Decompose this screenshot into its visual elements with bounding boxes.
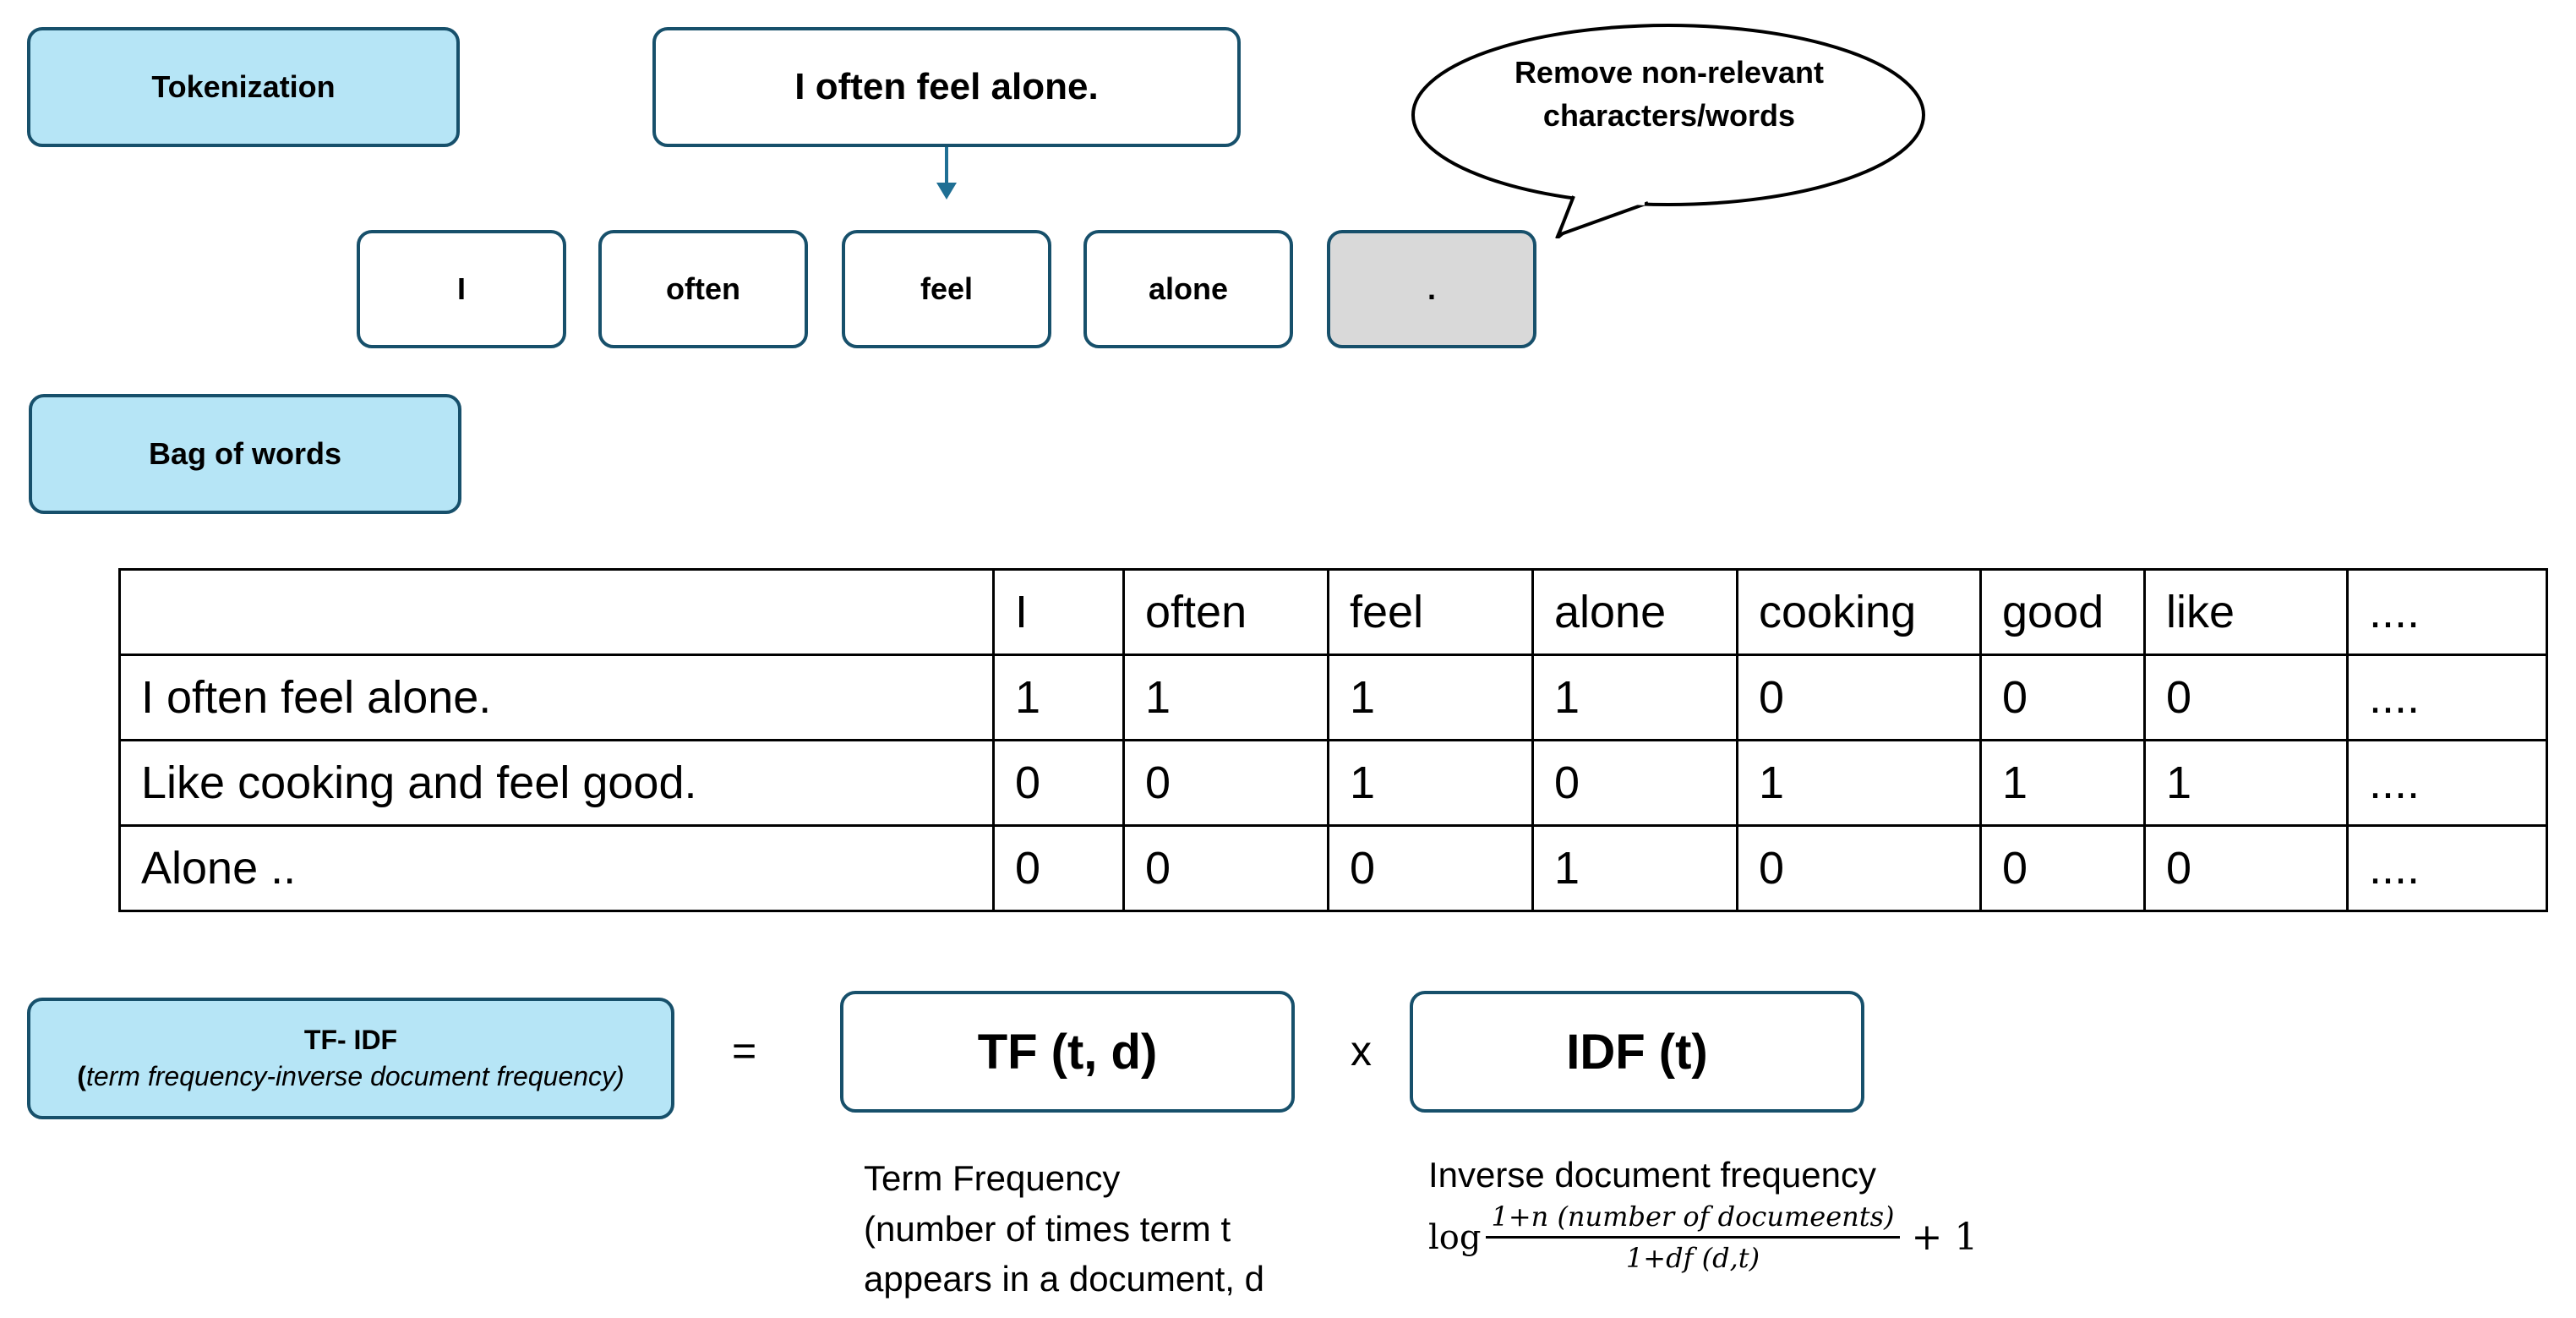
token-text: alone: [1148, 271, 1229, 306]
token-box: often: [598, 230, 808, 348]
header-cell: cooking: [1736, 568, 1982, 656]
header-cell: alone: [1531, 568, 1738, 656]
table-row: I often feel alone. 1 1 1 1 0 0 0 ....: [118, 654, 2548, 741]
idf-description-title: Inverse document frequency: [1428, 1155, 1876, 1195]
token-box: feel: [842, 230, 1051, 348]
idf-text: IDF (t): [1566, 1024, 1708, 1080]
token-box: alone: [1083, 230, 1293, 348]
table-cell: 0: [1736, 824, 1982, 912]
sentence-box: I often feel alone.: [652, 27, 1241, 147]
table-cell: 0: [1122, 739, 1329, 827]
tf-box: TF (t, d): [840, 991, 1295, 1113]
tf-description: Term Frequency (number of times term t a…: [864, 1153, 1371, 1304]
tfidf-subtitle-text: term frequency-inverse document frequenc…: [85, 1061, 625, 1091]
tf-description-line: appears in a document, d: [864, 1259, 1264, 1299]
table-cell: Like cooking and feel good.: [118, 739, 995, 827]
tf-description-line: Term Frequency: [864, 1158, 1121, 1198]
idf-denominator: 1+df (d,t): [1625, 1242, 1760, 1274]
table-cell: ....: [2346, 824, 2548, 912]
idf-plus-one: + 1: [1911, 1216, 1978, 1259]
callout-bubble: [1411, 24, 1925, 238]
table-cell: 0: [1122, 824, 1329, 912]
table-row: Like cooking and feel good. 0 0 1 0 1 1 …: [118, 739, 2548, 827]
table-cell: 0: [2143, 654, 2349, 741]
down-arrow-icon: [936, 147, 957, 200]
table-cell: 1: [1736, 739, 1982, 827]
token-text: feel: [920, 271, 974, 306]
table-cell: 1: [1327, 739, 1534, 827]
sentence-text: I often feel alone.: [794, 66, 1099, 107]
table-cell: ....: [2346, 739, 2548, 827]
tf-text: TF (t, d): [977, 1024, 1158, 1080]
header-cell: ....: [2346, 568, 2548, 656]
table-cell: ....: [2346, 654, 2548, 741]
removed-token-box: .: [1327, 230, 1536, 348]
table-cell: 0: [1979, 824, 2146, 912]
idf-box: IDF (t): [1410, 991, 1864, 1113]
table-cell: 0: [1327, 824, 1534, 912]
token-box: I: [357, 230, 566, 348]
idf-formula: log 1+n (number of documeents) 1+df (d,t…: [1428, 1200, 1978, 1274]
table-cell: I often feel alone.: [118, 654, 995, 741]
header-cell: good: [1979, 568, 2146, 656]
header-cell: like: [2143, 568, 2349, 656]
bag-of-words-label-text: Bag of words: [148, 436, 341, 471]
tokenization-label: Tokenization: [27, 27, 460, 147]
callout-text: Remove non-relevant characters/words: [1514, 55, 1825, 134]
tf-description-line: (number of times term t: [864, 1208, 1231, 1249]
token-text: .: [1427, 271, 1436, 306]
table-cell: 0: [1979, 654, 2146, 741]
table-cell: 0: [992, 739, 1125, 827]
table-cell: 1: [1122, 654, 1329, 741]
bag-of-words-table: I often feel alone cooking good like ...…: [118, 568, 2548, 912]
token-text: I: [456, 271, 466, 306]
idf-numerator: 1+n (number of documeents): [1486, 1200, 1900, 1239]
table-cell: Alone ..: [118, 824, 995, 912]
idf-fraction: 1+n (number of documeents) 1+df (d,t): [1486, 1200, 1900, 1274]
table-cell: 1: [1531, 654, 1738, 741]
header-cell: feel: [1327, 568, 1534, 656]
times-sign: x: [1351, 1027, 1372, 1075]
table-cell: 1: [992, 654, 1125, 741]
table-cell: 0: [2143, 824, 2349, 912]
header-cell: I: [992, 568, 1125, 656]
table-row: Alone .. 0 0 0 1 0 0 0 ....: [118, 824, 2548, 912]
tfidf-subtitle: (term frequency-inverse document frequen…: [77, 1058, 624, 1095]
table-cell: 1: [1531, 824, 1738, 912]
tfidf-label: TF- IDF (term frequency-inverse document…: [27, 998, 674, 1119]
tfidf-open-paren: (: [77, 1061, 86, 1091]
tfidf-title: TF- IDF: [303, 1024, 398, 1055]
tokenization-label-text: Tokenization: [151, 69, 336, 104]
token-text: often: [666, 271, 740, 306]
table-cell: 0: [992, 824, 1125, 912]
bag-of-words-label: Bag of words: [29, 394, 461, 514]
table-cell: 1: [2143, 739, 2349, 827]
table-header-row: I often feel alone cooking good like ...…: [118, 568, 2548, 656]
equals-sign: =: [732, 1027, 757, 1075]
header-cell: often: [1122, 568, 1329, 656]
header-cell: [118, 568, 995, 656]
table-cell: 0: [1736, 654, 1982, 741]
table-cell: 1: [1327, 654, 1534, 741]
table-cell: 0: [1531, 739, 1738, 827]
table-cell: 1: [1979, 739, 2146, 827]
idf-log: log: [1428, 1217, 1482, 1257]
